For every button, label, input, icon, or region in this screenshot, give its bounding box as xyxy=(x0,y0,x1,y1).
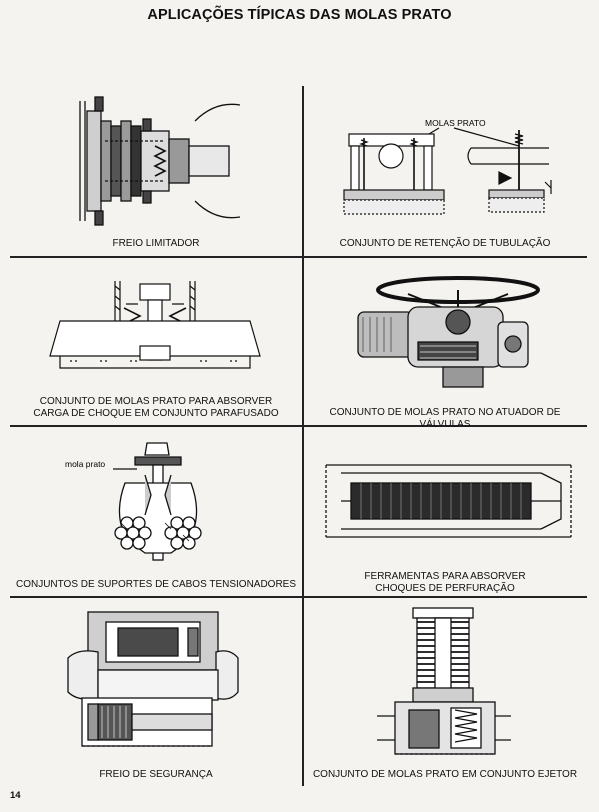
valve-actuator-drawing xyxy=(348,272,548,392)
divider xyxy=(10,256,587,258)
figure-caption-line-1: CONJUNTO DE MOLAS PRATO PARA ABSORVER xyxy=(39,396,273,407)
figure-ejector-assembly: CONJUNTO DE MOLAS PRATO EM CONJUNTO EJET… xyxy=(303,598,587,786)
springs-label: MOLAS PRATO xyxy=(425,118,486,128)
figure-caption: CONJUNTO DE RETENÇÃO DE TUBULAÇÃO xyxy=(339,238,551,249)
figure-limiting-brake: FREIO LIMITADOR xyxy=(10,86,302,256)
figure-drilling-tool: FERRAMENTAS PARA ABSORVER CHOQUES DE PER… xyxy=(303,427,587,596)
figure-caption: FREIO DE SEGURANÇA xyxy=(99,769,213,780)
figure-caption: CONJUNTO DE MOLAS PRATO EM CONJUNTO EJET… xyxy=(312,769,578,780)
figure-caption-line-1: FERRAMENTAS PARA ABSORVER xyxy=(364,571,526,582)
figure-caption-line-2: CARGA DE CHOQUE EM CONJUNTO PARAFUSADO xyxy=(33,408,279,419)
drilling-tool-drawing xyxy=(321,455,576,547)
divider xyxy=(10,596,587,598)
figure-pipe-retention: MOLAS PRATO CONJUNTO DE xyxy=(303,86,587,256)
figure-caption: CONJUNTOS DE SUPORTES DE CABOS TENSIONAD… xyxy=(15,579,297,590)
pipe-retention-drawing: MOLAS PRATO xyxy=(339,116,559,226)
divider xyxy=(10,425,587,427)
figure-valve-actuator: CONJUNTO DE MOLAS PRATO NO ATUADOR DE VÁ… xyxy=(303,258,587,430)
page-title: APLICAÇÕES TÍPICAS DAS MOLAS PRATO xyxy=(147,7,452,23)
figure-bolted-assembly: CONJUNTO DE MOLAS PRATO PARA ABSORVER CA… xyxy=(10,258,302,425)
figure-cable-support: mola prato CONJUNTOS DE SUPOR xyxy=(10,427,302,596)
limiting-brake-drawing xyxy=(65,91,255,231)
page-number: 14 xyxy=(10,790,21,801)
bolted-assembly-drawing xyxy=(40,276,270,381)
divider xyxy=(302,86,304,786)
figure-caption: CONJUNTO DE MOLAS PRATO NO ATUADOR DE VÁ… xyxy=(329,407,561,430)
cable-support-drawing: mola prato xyxy=(65,435,235,570)
figure-safety-brake: FREIO DE SEGURANÇA xyxy=(10,598,302,786)
figure-caption-line-2: CHOQUES DE PERFURAÇÃO xyxy=(375,583,515,594)
safety-brake-drawing xyxy=(58,608,258,758)
figure-caption: FREIO LIMITADOR xyxy=(112,238,200,249)
ejector-assembly-drawing xyxy=(373,604,513,762)
spring-label: mola prato xyxy=(65,459,105,469)
